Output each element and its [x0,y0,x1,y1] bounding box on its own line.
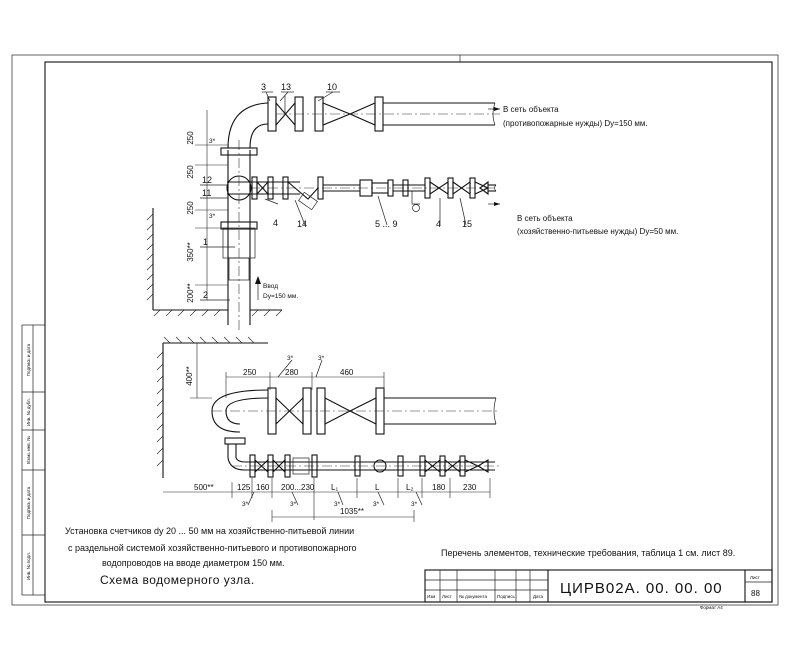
dim-3deg-lower-a: 3* [287,355,294,362]
drawing-code: ЦИРВ02А. 00. 00. 00 [560,580,723,597]
dim-L2: L₂ [406,483,414,492]
dim-460: 460 [340,368,354,377]
outer-frame [11,54,779,606]
dim-500: 500** [194,483,214,492]
tb-col-sign: Подпись [497,594,515,599]
main-pipe-upper [267,95,500,132]
leaders-upper [200,91,467,301]
callout-12: 12 [202,175,212,185]
dim-125: 125 [237,483,251,492]
caption-line-2: с раздельной системой хозяйственно-питье… [68,543,357,553]
dim-3deg-b3: 3* [334,501,341,508]
callout-4a: 4 [273,218,278,228]
dim-3deg-b1: 3* [242,501,249,508]
tb-col-date: Дата [533,594,543,599]
elements-note: Перечень элементов, технические требован… [441,548,735,558]
callout-14: 14 [297,219,307,229]
inner-frame [44,61,773,603]
side-field-sign-date: Подпись и дата [26,486,31,519]
dim-chain-upper [195,110,228,300]
dim-3deg-lower-b: 3* [318,355,325,362]
dim-250-h: 250 [243,368,257,377]
side-field-sign-date-top: Подпись и дата [26,343,31,376]
elbow-upper [227,102,269,149]
outlet-fire-detail: (противопожарные нужды) Dy=150 мм. [503,119,648,128]
dim-3deg-b2: 3* [290,501,297,508]
callout-5-9: 5 ... 9 [375,219,398,229]
dim-chain-bottom [163,478,491,522]
dim-160: 160 [256,483,270,492]
side-field-inv-dubl: Инв. № дубл. [26,398,31,426]
dim-1035: 1035** [340,507,364,516]
dim-L1: L₁ [331,483,338,492]
dim-200: 200** [186,283,195,303]
side-field-inv-podl: Инв. № подл. [26,552,31,580]
dim-3deg-upper-a: 3* [209,138,216,145]
dim-3deg-upper-b: 3* [209,213,216,220]
callout-3: 3 [261,82,266,92]
caption-line-3: водопроводов на вводе диаметром 150 мм. [102,558,285,568]
domestic-branch [226,175,500,212]
side-stamp: Подпись и дата Инв. № дубл. Взам. инв. №… [21,324,46,596]
lower-diagram [156,336,500,522]
callout-10: 10 [327,82,337,92]
drawing-title: Схема водомерного узла. [100,573,255,587]
outlet-domestic-label: В сеть объекта [517,214,573,223]
dim-250-c: 250 [186,201,195,215]
upper-diagram [146,91,500,330]
callout-15: 15 [462,219,472,229]
outlet-domestic-detail: (хозяйственно-питьевые нужды) Dy=50 мм. [517,227,678,236]
inlet-detail: Dy=150 мм. [263,293,298,300]
caption-line-1: Установка счетчиков dy 20 ... 50 мм на х… [65,526,354,536]
dim-350: 350** [186,242,195,262]
dim-L: L [375,483,380,492]
dim-250-a: 250 [186,131,195,145]
callout-2: 2 [203,290,208,300]
tb-sheet-label: Лист [750,575,760,580]
dim-180: 180 [432,483,446,492]
callout-1: 1 [203,237,208,247]
side-field-vzam: Взам. инв. № [26,436,31,464]
inlet-label: Ввод [263,283,278,290]
tb-col-doc: № документа [459,594,488,599]
tb-sheet-no: 88 [751,589,760,598]
dim-3deg-b4: 3* [373,501,380,508]
riser-pipe [220,140,258,330]
dim-3deg-b5: 3* [411,501,418,508]
callout-13: 13 [281,82,291,92]
dim-400: 400** [185,366,194,386]
callout-4b: 4 [436,219,441,229]
tb-format: Формат А4 [700,605,723,610]
tb-col-izm: Изм [427,594,435,599]
tb-col-list: Лист [442,594,452,599]
outlet-fire-label: В сеть объекта [503,105,559,114]
wall-hatch-upper [146,208,283,317]
dim-200-230: 200...230 [281,483,315,492]
dim-280: 280 [285,368,299,377]
title-block: Изм Лист № документа Подпись Дата ЦИРВ02… [424,569,773,610]
dim-230: 230 [463,483,477,492]
dim-250-b: 250 [186,165,195,179]
callout-11: 11 [202,188,211,198]
